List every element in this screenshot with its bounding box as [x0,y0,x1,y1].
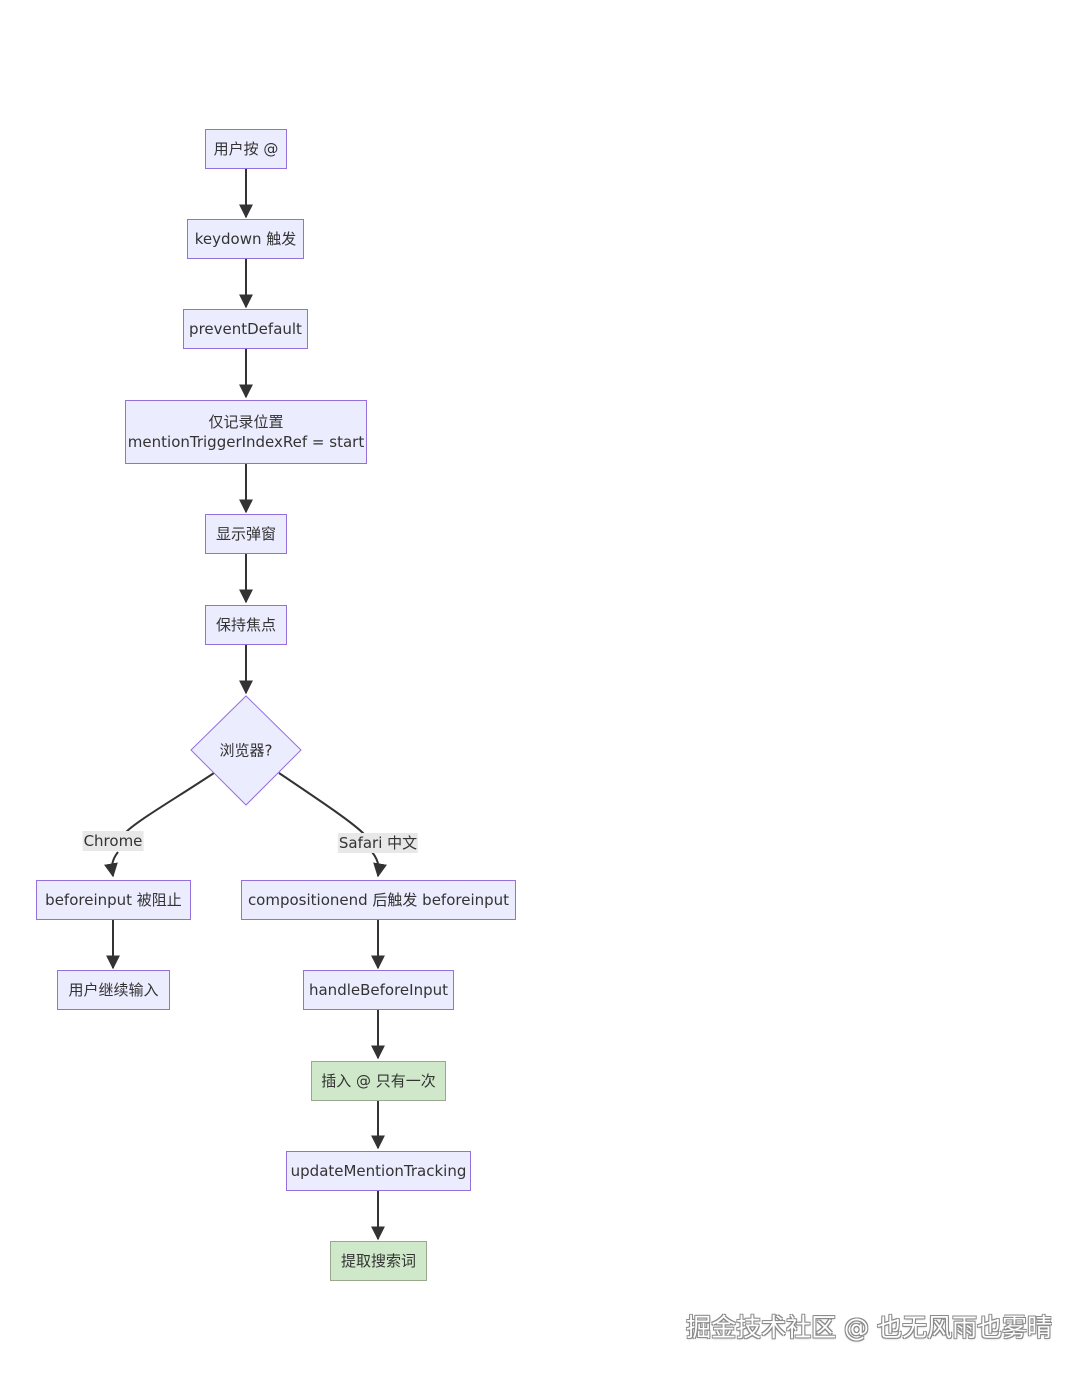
node-keep-focus: 保持焦点 [205,605,287,645]
node-show-popup-label: 显示弹窗 [215,525,276,543]
node-prevent-default-label: preventDefault [189,320,302,338]
edge-label-safari-chinese: Safari 中文 [337,833,419,853]
node-record-position-line1: 仅记录位置 [208,413,284,431]
browser-decision-diamond [190,695,302,806]
node-keydown: keydown 触发 [187,219,304,259]
node-keep-focus-label: 保持焦点 [215,616,276,634]
node-compositionend-label: compositionend 后触发 beforeinput [247,891,510,909]
edge-safari-to-composition [371,851,387,878]
node-prevent-default: preventDefault [183,309,308,349]
edge-label-chrome: Chrome [82,831,144,851]
node-user-continues-label: 用户继续输入 [68,981,159,999]
node-press-at: 用户按 @ [205,129,287,169]
node-insert-at-once-label: 插入 @ 只有一次 [321,1072,436,1090]
node-beforeinput-blocked-label: beforeinput 被阻止 [45,891,182,909]
edge-chrome-to-beforeinput [104,851,119,878]
node-user-continues: 用户继续输入 [57,970,170,1010]
node-press-at-label: 用户按 @ [213,140,279,158]
browser-decision-label: 浏览器? [219,741,273,760]
node-update-mention-tracking-label: updateMentionTracking [290,1162,467,1180]
node-beforeinput-blocked: beforeinput 被阻止 [36,880,191,920]
node-show-popup: 显示弹窗 [205,514,287,554]
node-extract-search-term: 提取搜索词 [330,1241,427,1281]
node-handle-before-input: handleBeforeInput [303,970,454,1010]
node-compositionend: compositionend 后触发 beforeinput [241,880,516,920]
node-extract-search-term-label: 提取搜索词 [340,1252,416,1270]
node-keydown-label: keydown 触发 [194,230,297,248]
node-handle-before-input-label: handleBeforeInput [308,981,448,999]
node-insert-at-once: 插入 @ 只有一次 [311,1061,446,1101]
node-record-position-line2: mentionTriggerIndexRef = start [127,433,365,451]
node-record-position: 仅记录位置 mentionTriggerIndexRef = start [125,400,367,464]
edge-decision-to-safari [278,772,365,835]
edge-decision-to-chrome [123,772,215,835]
watermark: 掘金技术社区 @ 也无风雨也雾晴 [686,1313,1052,1342]
node-update-mention-tracking: updateMentionTracking [286,1151,471,1191]
